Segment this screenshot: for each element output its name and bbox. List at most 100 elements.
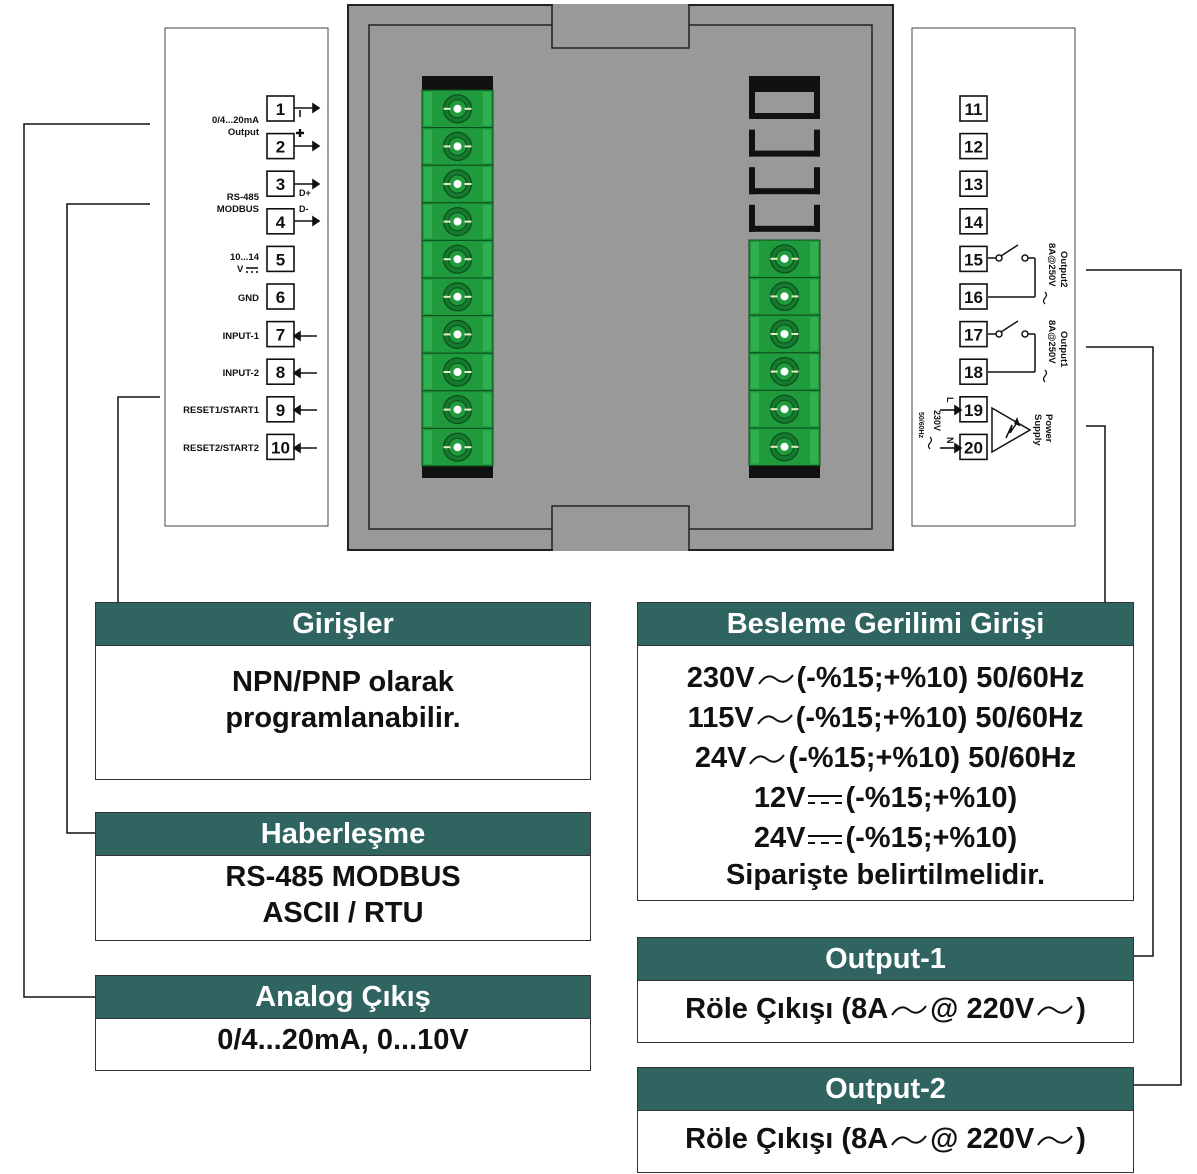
- label-output2-rating: 8A@250V: [1046, 243, 1057, 287]
- box-inputs-line: programlanabilir.: [225, 702, 461, 734]
- power-line-voltage: 24V: [694, 742, 747, 774]
- power-line-tolerance: (-%15;+%10) 50/60Hz: [795, 702, 1084, 734]
- arrow-out-icon: [312, 102, 321, 114]
- label-reset2: RESET2/START2: [183, 443, 259, 454]
- label-input1: INPUT-1: [223, 331, 260, 342]
- label-input2: INPUT-2: [223, 368, 259, 379]
- terminal-18: 18: [959, 358, 988, 386]
- box-output1-title: Output-1: [638, 938, 1133, 981]
- box-communication-title: Haberleşme: [96, 813, 590, 856]
- arrow-l-icon: [954, 404, 963, 416]
- dc-symbol-icon: [808, 835, 843, 845]
- label-analog-output-1: 0/4...20mA: [212, 115, 259, 126]
- terminal-12: 12: [959, 132, 988, 160]
- terminal-number: 14: [964, 213, 983, 232]
- terminal-number: 13: [964, 175, 983, 194]
- terminal-7: 7: [266, 320, 295, 348]
- power-line-24v-dc: 24V(-%15;+%10): [638, 818, 1133, 858]
- left-connector-block: [421, 76, 494, 478]
- screw-terminal: [748, 314, 821, 354]
- terminal-6: 6: [266, 283, 295, 310]
- label-l: L: [945, 397, 955, 403]
- ac-wave-icon: [927, 436, 933, 450]
- terminal-number: 9: [276, 401, 285, 420]
- box-analog-output-title: Analog Çıkış: [96, 976, 590, 1019]
- label-output1-title: Output1: [1058, 331, 1069, 368]
- power-line-tolerance: (-%15;+%10) 50/60Hz: [788, 742, 1077, 774]
- terminal-number: 1: [276, 100, 285, 119]
- arrow-in-icon: [292, 404, 301, 416]
- box-inputs: Girişler NPN/PNP olarak programlanabilir…: [95, 602, 591, 780]
- output2-text-c: ): [1076, 1123, 1086, 1155]
- terminal-5: 5: [266, 245, 295, 273]
- terminal-14: 14: [959, 208, 988, 235]
- leader-output1: [1086, 346, 1154, 957]
- label-d-plus: D+: [299, 188, 311, 198]
- power-supply-warning-icon: [991, 406, 1032, 454]
- terminal-13: 13: [959, 170, 988, 197]
- label-supply-1: 10...14: [230, 252, 260, 263]
- terminal-9: 9: [266, 395, 295, 423]
- dc-symbol-icon: [808, 795, 843, 805]
- screw-terminal: [421, 164, 494, 204]
- leader-lines: [23, 123, 1182, 1086]
- label-supply-2: V: [237, 264, 244, 275]
- label-gnd: GND: [238, 293, 259, 304]
- terminal-number: 16: [964, 288, 983, 307]
- terminal-4: 4: [266, 208, 295, 235]
- power-line-230v: 230V(-%15;+%10) 50/60Hz: [638, 658, 1133, 698]
- terminal-number: 2: [276, 138, 285, 157]
- box-inputs-title: Girişler: [96, 603, 590, 646]
- label-freq: 50/60Hz: [917, 412, 924, 439]
- relay-output1-icon: [988, 320, 1036, 373]
- terminal-16: 16: [959, 283, 988, 310]
- arrow-out-icon: [312, 140, 321, 152]
- terminal-2: 2: [266, 132, 295, 160]
- terminal-17: 17: [959, 320, 988, 348]
- leader-analog: [23, 123, 150, 998]
- arrow-in-icon: [292, 367, 301, 379]
- terminal-number: 18: [964, 363, 983, 382]
- ac-wave-icon: [757, 674, 794, 685]
- box-power-supply: Besleme Gerilimi Girişi 230V(-%15;+%10) …: [637, 602, 1134, 901]
- ac-wave-icon: [891, 1135, 927, 1146]
- power-line-tolerance: (-%15;+%10) 50/60Hz: [796, 662, 1085, 694]
- screw-terminal: [421, 277, 494, 317]
- arrow-in-icon: [292, 442, 301, 454]
- screw-terminal: [748, 239, 821, 279]
- screw-terminal: [421, 390, 494, 429]
- box-power-supply-title: Besleme Gerilimi Girişi: [638, 603, 1133, 646]
- label-power-1: Power: [1043, 414, 1054, 443]
- label-output1-rating: 8A@250V: [1046, 320, 1057, 364]
- box-output2-body: Röle Çıkışı (8A@ 220V): [638, 1111, 1133, 1157]
- terminal-number: 19: [964, 401, 983, 420]
- terminal-8: 8: [266, 358, 295, 386]
- power-line-24v-ac: 24V (-%15;+%10) 50/60Hz: [638, 738, 1133, 778]
- leader-inputs: [117, 396, 160, 603]
- label-d-minus: D-: [299, 204, 309, 214]
- power-line-voltage: 115V: [687, 702, 754, 734]
- left-symbols: [246, 102, 321, 454]
- left-terminal-labels: 0/4...20mA Output RS-485 MODBUS D+ D- 10…: [183, 115, 311, 454]
- power-arrows: [940, 404, 963, 454]
- terminal-11: 11: [959, 95, 988, 122]
- box-analog-output: Analog Çıkış 0/4...20mA, 0...10V: [95, 975, 591, 1071]
- label-reset1: RESET1/START1: [183, 405, 260, 416]
- screw-terminal: [421, 127, 494, 166]
- output1-text-c: ): [1076, 993, 1086, 1025]
- output2-text-b: @ 220V: [930, 1123, 1035, 1155]
- box-communication: Haberleşme RS-485 MODBUS ASCII / RTU: [95, 812, 591, 941]
- label-rs485-1: RS-485: [227, 192, 260, 203]
- empty-slot: [749, 204, 820, 232]
- label-rs485-2: MODBUS: [217, 204, 259, 215]
- label-power-2: Supply: [1032, 414, 1043, 446]
- ac-wave-icon: [1042, 369, 1048, 383]
- box-inputs-body: NPN/PNP olarak programlanabilir.: [96, 646, 590, 736]
- power-line-voltage: 24V: [753, 822, 806, 854]
- screw-terminal: [748, 389, 821, 429]
- terminal-20: 20: [959, 433, 988, 461]
- box-analog-output-line: 0/4...20mA, 0...10V: [217, 1024, 469, 1056]
- arrow-out-icon: [312, 215, 321, 227]
- screw-terminal: [421, 89, 494, 129]
- box-communication-line: ASCII / RTU: [262, 897, 424, 929]
